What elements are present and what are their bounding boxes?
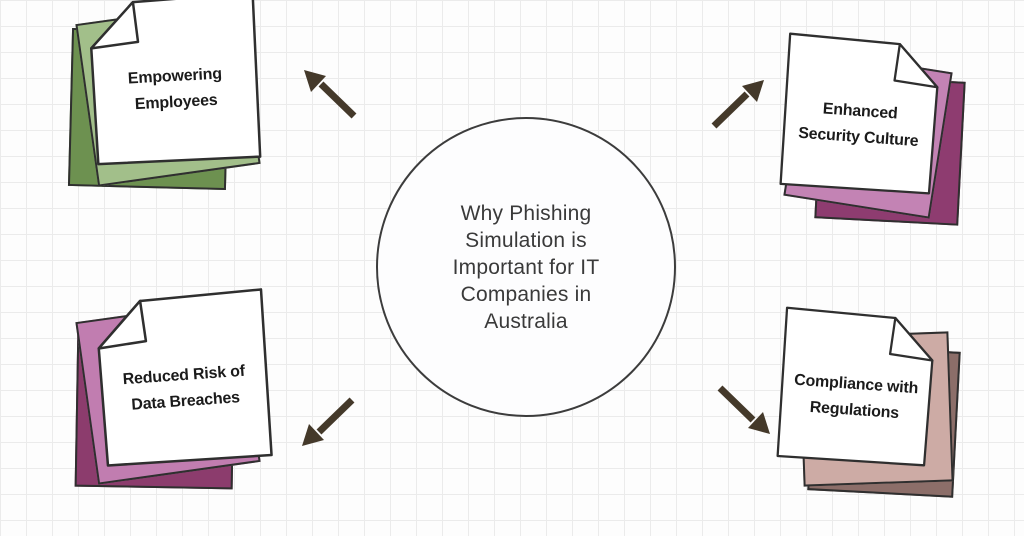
- white-note: Empowering Employees: [86, 0, 265, 168]
- folded-note-icon: [779, 32, 939, 195]
- arrow-down-right-icon: [717, 385, 770, 434]
- sticky-stack-compliance-with-regulations: Compliance with Regulations: [775, 300, 975, 510]
- folded-note-icon: [776, 306, 934, 467]
- note-label: Empowering Employees: [127, 65, 223, 114]
- sticky-stack-enhanced-security-culture: Enhanced Security Culture: [778, 30, 978, 230]
- folded-note-icon: [97, 288, 273, 467]
- sticky-stack-empowering-employees: Empowering Employees: [62, 0, 302, 200]
- note-label: Compliance with Regulations: [793, 371, 919, 423]
- arrow-up-left-icon: [304, 70, 357, 119]
- white-note: Enhanced Security Culture: [777, 31, 944, 198]
- sticky-stack-reduced-risk-of-data-breaches: Reduced Risk of Data Breaches: [62, 288, 302, 502]
- arrow-up-right-icon: [711, 80, 764, 129]
- note-label: Reduced Risk of Data Breaches: [122, 362, 246, 414]
- center-circle: Why Phishing Simulation is Important for…: [376, 117, 676, 417]
- folded-note-icon: [90, 0, 262, 166]
- white-note: Compliance with Regulations: [774, 305, 938, 469]
- center-title: Why Phishing Simulation is Important for…: [452, 201, 600, 333]
- note-label: Enhanced Security Culture: [797, 100, 919, 151]
- white-note: Reduced Risk of Data Breaches: [92, 286, 276, 470]
- arrow-down-left-icon: [302, 397, 355, 446]
